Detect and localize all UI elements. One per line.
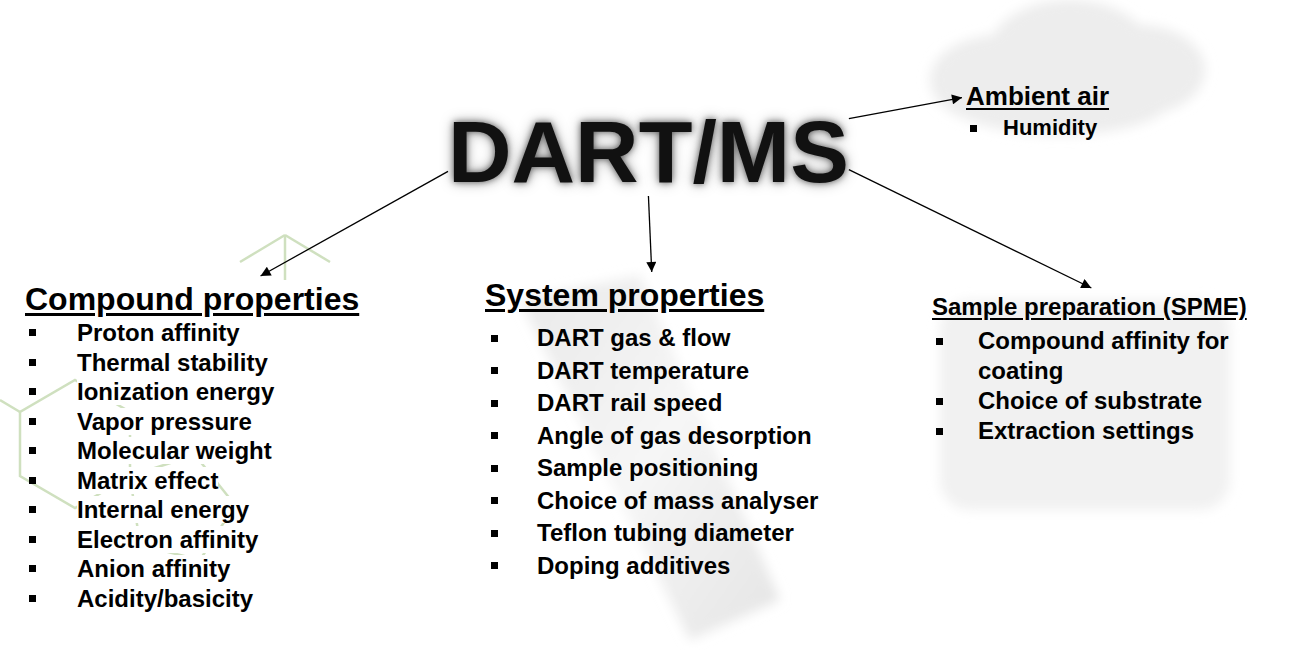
hub-title: DART/MS: [448, 108, 849, 196]
topic-group: System propertiesDART gas & flowDART tem…: [481, 272, 822, 586]
bullet-item: Vapor pressure: [77, 408, 252, 435]
bullet-row: DART temperature: [485, 355, 818, 388]
bullet-item: DART rail speed: [537, 389, 722, 416]
bullet-item: Teflon tubing diameter: [537, 519, 794, 546]
hub-label: DART/MS: [448, 108, 849, 196]
bullet-item: Anion affinity: [77, 555, 230, 582]
bullet-item: DART temperature: [537, 357, 749, 384]
bullet-row: Ionization energy: [25, 377, 359, 407]
topic-group: Ambient airHumidity: [962, 76, 1113, 148]
bullet-row: Teflon tubing diameter: [485, 517, 818, 550]
bullet-item: Extraction settings: [978, 417, 1194, 444]
bullet-row: Acidity/basicity: [25, 584, 359, 614]
device-image: [520, 275, 780, 640]
bullet-row: Vapor pressure: [25, 407, 359, 437]
arrow-connector: [849, 170, 1091, 288]
arrow-connector: [261, 171, 448, 276]
bullet-item: Angle of gas desorption: [537, 422, 812, 449]
bullet-row: DART gas & flow: [485, 322, 818, 355]
bullet-item: Sample positioning: [537, 454, 758, 481]
bullet-row: Matrix effect: [25, 466, 359, 496]
cloud-shape: [930, 0, 1205, 135]
bullet-row: DART rail speed: [485, 387, 818, 420]
bullet-row: Choice of substrate: [932, 386, 1287, 416]
bullet-item: DART gas & flow: [537, 324, 730, 351]
bullet-item: Molecular weight: [77, 437, 272, 464]
bullet-item: Electron affinity: [77, 526, 258, 553]
bullet-row: Humidity: [966, 112, 1109, 144]
bullet-item: Compound affinity for coating: [978, 327, 1229, 384]
bullet-row: Electron affinity: [25, 525, 359, 555]
bullet-row: Compound affinity for coating: [932, 326, 1287, 386]
bullet-item: Internal energy: [77, 496, 249, 523]
heading-row: Compound properties: [25, 280, 359, 318]
heading-row: Ambient air: [966, 80, 1109, 112]
arrow-connector: [849, 98, 962, 119]
bullet-item: Doping additives: [537, 552, 730, 579]
bullet-item: Proton affinity: [77, 319, 240, 346]
bullet-item: Matrix effect: [77, 467, 218, 494]
group-heading: Compound properties: [25, 280, 359, 318]
mesh-substrate: [940, 300, 1230, 510]
bullet-row: Sample positioning: [485, 452, 818, 485]
heading-row: System properties: [485, 276, 818, 314]
bullet-row: Anion affinity: [25, 554, 359, 584]
bullet-row: Molecular weight: [25, 436, 359, 466]
bullet-row: Thermal stability: [25, 348, 359, 378]
group-heading: Sample preparation (SPME): [932, 292, 1247, 322]
bullet-item: Humidity: [1003, 115, 1097, 140]
bullet-item: Thermal stability: [77, 349, 268, 376]
bullet-row: Angle of gas desorption: [485, 420, 818, 453]
arrow-connector: [648, 196, 651, 272]
bullet-item: Choice of mass analyser: [537, 487, 818, 514]
group-heading: Ambient air: [966, 80, 1109, 112]
bullet-row: Internal energy: [25, 495, 359, 525]
bullet-row: Extraction settings: [932, 416, 1287, 446]
bullet-row: Choice of mass analyser: [485, 485, 818, 518]
bullet-item: Acidity/basicity: [77, 585, 253, 612]
topic-group: Compound propertiesProton affinityTherma…: [21, 276, 363, 617]
heading-row: Sample preparation (SPME): [932, 292, 1287, 322]
group-heading: System properties: [485, 276, 764, 314]
topic-group: Sample preparation (SPME) Compound affini…: [928, 288, 1291, 450]
bullet-row: Proton affinity: [25, 318, 359, 348]
bullet-row: Doping additives: [485, 550, 818, 583]
bullet-item: Ionization energy: [77, 378, 274, 405]
bullet-item: Choice of substrate: [978, 387, 1202, 414]
